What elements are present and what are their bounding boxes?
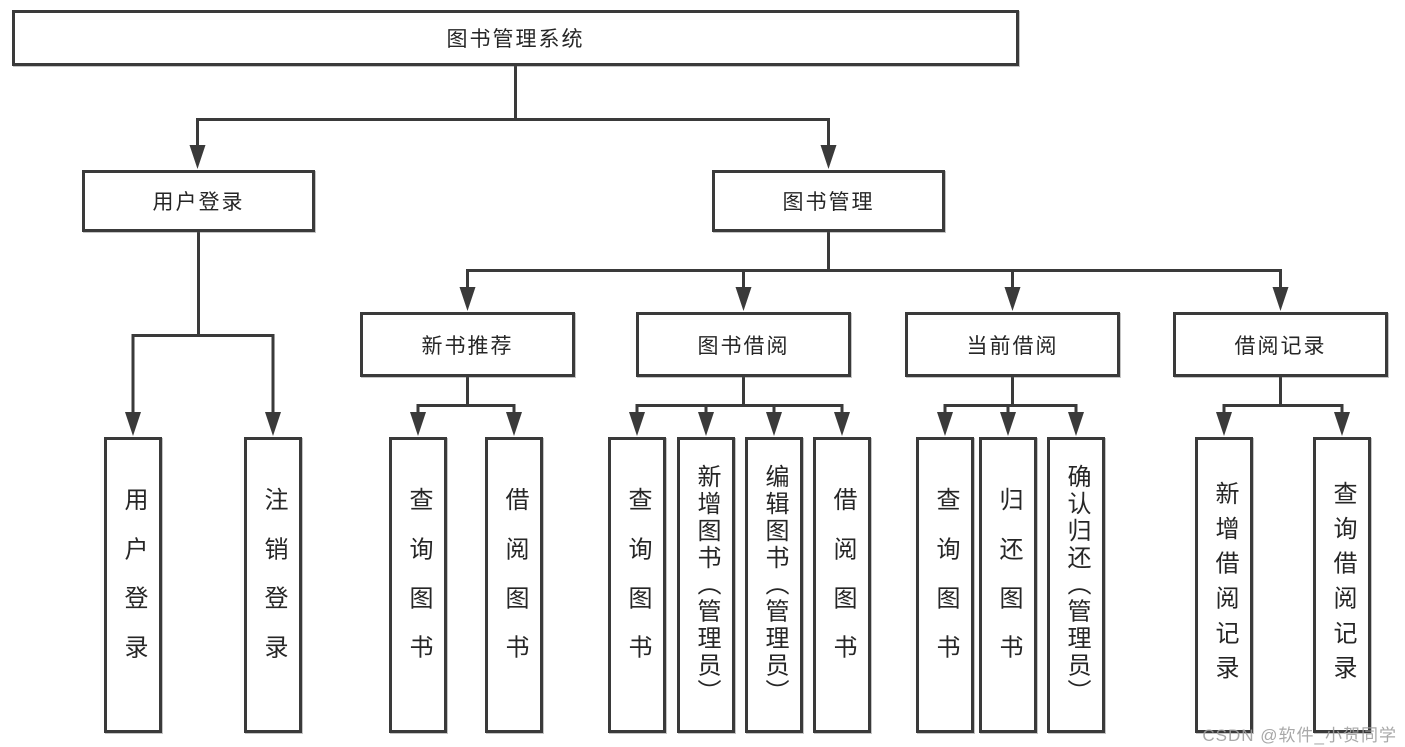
leaf-label: 编辑图书（管理员） (761, 464, 788, 706)
leaf-label: 确认归还（管理员） (1063, 464, 1090, 706)
node-current-borrow-label: 当前借阅 (966, 334, 1059, 358)
leaf-label: 查询图书 (624, 486, 651, 684)
node-new-book-recommend-label: 新书推荐 (421, 334, 514, 358)
leaf-borrow-books-recommend: 借阅图书 (485, 437, 543, 733)
leaf-label: 新增图书（管理员） (693, 464, 720, 706)
leaf-logout: 注销登录 (244, 437, 302, 733)
leaf-query-borrow-record: 查询借阅记录 (1313, 437, 1371, 733)
leaf-label: 借阅图书 (829, 486, 856, 684)
node-book-borrow-label: 图书借阅 (697, 334, 790, 358)
node-book-management-label: 图书管理 (782, 191, 875, 214)
node-book-borrow: 图书借阅 (636, 312, 851, 377)
leaf-label: 查询图书 (405, 486, 432, 684)
leaf-label: 查询图书 (932, 486, 959, 684)
node-root-label: 图书管理系统 (446, 28, 585, 51)
node-user-login-label: 用户登录 (152, 191, 245, 214)
leaf-borrow-books: 借阅图书 (813, 437, 871, 733)
leaf-label: 新增借阅记录 (1211, 480, 1238, 690)
leaf-label: 借阅图书 (501, 486, 528, 684)
leaf-label: 注销登录 (260, 486, 287, 684)
leaf-label: 归还图书 (995, 486, 1022, 684)
leaf-user-login: 用户登录 (104, 437, 162, 733)
node-user-login: 用户登录 (82, 170, 315, 232)
leaf-query-books-borrow: 查询图书 (608, 437, 666, 733)
leaf-query-books-recommend: 查询图书 (389, 437, 447, 733)
csdn-watermark: CSDN @软件_小贺同学 (1202, 726, 1397, 745)
leaf-edit-books-admin: 编辑图书（管理员） (745, 437, 803, 733)
leaf-query-books-current: 查询图书 (916, 437, 974, 733)
node-new-book-recommend: 新书推荐 (360, 312, 575, 377)
node-book-management: 图书管理 (712, 170, 945, 232)
leaf-return-books: 归还图书 (979, 437, 1037, 733)
node-root: 图书管理系统 (12, 10, 1019, 66)
leaf-label: 查询借阅记录 (1329, 480, 1356, 690)
node-borrow-records-label: 借阅记录 (1234, 334, 1327, 358)
leaf-label: 用户登录 (120, 486, 147, 684)
leaf-add-books-admin: 新增图书（管理员） (677, 437, 735, 733)
node-borrow-records: 借阅记录 (1173, 312, 1388, 377)
leaf-add-borrow-record: 新增借阅记录 (1195, 437, 1253, 733)
node-current-borrow: 当前借阅 (905, 312, 1120, 377)
leaf-confirm-return-admin: 确认归还（管理员） (1047, 437, 1105, 733)
